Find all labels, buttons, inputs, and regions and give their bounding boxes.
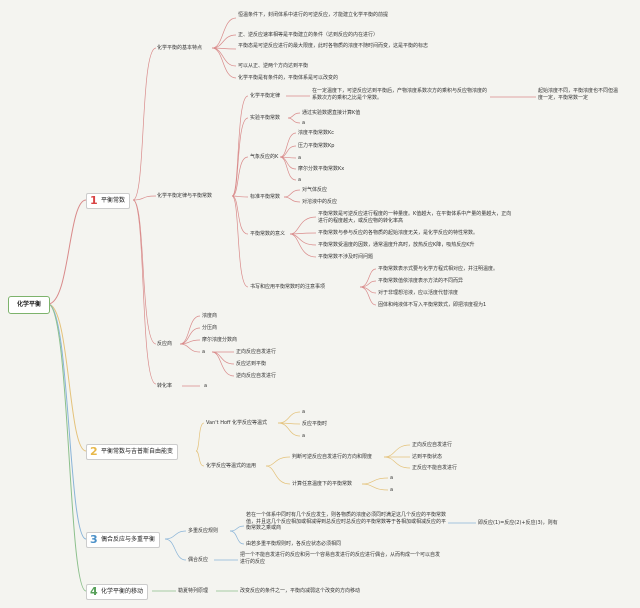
node-law-and-constant[interactable]: 化学平衡定律与平衡常数: [157, 193, 213, 199]
branch-label: 化学平衡的移动: [101, 588, 144, 595]
node-notes-item: 平衡常数表示式要与化学方程式相对应，并注明温度。: [378, 266, 499, 272]
branch-equilibrium-shift[interactable]: 4 化学平衡的移动: [86, 584, 149, 600]
node-quotient-item: 浓度商: [202, 313, 218, 319]
node-standard-item: 对气体反应: [302, 187, 328, 193]
node-calc-item: a: [390, 487, 394, 493]
connector-root-b1: [47, 199, 87, 305]
node-multiple-formula: 即反应(1)=反应(2)+反应(3)，则有: [478, 520, 558, 526]
node-notes-item: 固体和纯液体不写入平衡常数式，即把浓度视为1: [378, 302, 487, 308]
node-vant-hoff[interactable]: Van't Hoff 化学反应等温式: [206, 420, 268, 426]
node-feature-item: 可以从正、逆两个方向达到平衡: [238, 63, 309, 69]
branch-number: 4: [90, 585, 98, 598]
node-feature-item: 正、逆反应速率相等是平衡建立的条件（达到反应的内在进行）: [238, 32, 379, 38]
node-reaction-quotient[interactable]: 反应商: [157, 341, 173, 347]
branch-number: 1: [90, 194, 98, 207]
branch-label: 平衡常数: [101, 197, 126, 204]
branch-number: 2: [90, 445, 98, 458]
node-multiple-equilibria[interactable]: 多重反应规则: [188, 528, 219, 534]
node-coupled-reaction[interactable]: 偶合反应: [188, 557, 209, 563]
node-direction-item: 达到平衡状态: [412, 454, 443, 460]
node-direction-item: 正反应不能自发进行: [412, 465, 458, 471]
node-direction-item: 正向反应自发进行: [412, 442, 453, 448]
node-multiple-note: 由若多重平衡规则时，各反应状态必须相同: [246, 541, 342, 547]
node-quotient-sub: 反应达到平衡: [236, 361, 267, 367]
node-law-side-note: 起始浓度不同，平衡浓度也不同但温度一定，平衡常数一定: [538, 88, 619, 101]
node-multiple-text: 若在一个体系中同时有几个反应发生，则各物质的浓度必须同时满足这几个反应的平衡常数…: [246, 512, 447, 531]
node-meaning-item: 平衡常数受温度的因数，通常温度升高时，放热反应K降，吸热反应K升: [318, 242, 475, 248]
node-isotherm-application[interactable]: 化学反应等温式的运用: [206, 463, 257, 469]
node-vant-hoff-item: a: [302, 433, 306, 439]
branch-coupled-reactions[interactable]: 3 偶合反应与多重平衡: [86, 532, 161, 548]
node-gas-item: 摩尔分数平衡常数Kx: [298, 166, 345, 172]
node-standard-constant[interactable]: 标准平衡常数: [250, 194, 281, 200]
branch-label: 平衡常数与吉普斯自由能变: [101, 448, 174, 455]
node-standard-item: 对溶液中的反应: [302, 199, 338, 205]
node-gas-item: 浓度平衡常数Kc: [298, 130, 335, 136]
node-experimental-item: a: [302, 120, 306, 126]
node-notes[interactable]: 书写和应用平衡常数时的注意事项: [250, 284, 326, 290]
node-notes-item: 平衡常数值依浓度表示方法的不同而异: [378, 278, 464, 284]
node-le-chatelier-text: 改变反应的条件之一，平衡向减弱这个改变的方向移动: [240, 588, 361, 594]
connector-root-b4: [47, 303, 87, 592]
node-direction[interactable]: 判断可逆反应自发进行的方向和限度: [292, 454, 373, 460]
node-meaning[interactable]: 平衡常数的意义: [250, 231, 286, 237]
node-quotient-sub: 逆向反应自发进行: [236, 373, 277, 379]
node-vant-hoff-item: 反应平衡时: [302, 421, 328, 427]
node-law[interactable]: 化学平衡定律: [250, 93, 281, 99]
node-calc-constant[interactable]: 计算任意温度下的平衡常数: [292, 481, 353, 487]
node-vant-hoff-item: a: [302, 409, 306, 415]
node-quotient-item: a: [202, 349, 206, 355]
node-gas-k[interactable]: 气象反应的K: [250, 154, 279, 160]
node-meaning-item: 平衡常数与参与反应的各物质的起始浓度无关，是化学反应的特性常数。: [318, 230, 479, 236]
connector-root-b3: [47, 303, 87, 540]
node-meaning-item: 平衡常数是可逆反应进行程度的一种量度。K值越大，在平衡体系中产量的量越大，正向进…: [318, 211, 512, 224]
root-node[interactable]: 化学平衡: [8, 296, 50, 314]
node-gas-item: a: [298, 155, 302, 161]
branch-equilibrium-constant[interactable]: 1 平衡常数: [86, 193, 131, 209]
node-feature-item: 化学平衡是有条件的，平衡体系是可以改变的: [238, 75, 339, 81]
node-experimental-item: 通过实验数据直接计算K值: [302, 110, 361, 116]
connector-root-b2: [47, 303, 87, 452]
node-experimental[interactable]: 实验平衡常数: [250, 115, 281, 121]
branch-gibbs-energy[interactable]: 2 平衡常数与吉普斯自由能变: [86, 444, 179, 460]
node-conversion-rate[interactable]: 转化率: [157, 383, 173, 389]
node-coupled-text: 把一个不能自发进行的反应和另一个容易自发进行的反应进行偶合，从而构成一个可以自发…: [240, 552, 441, 565]
node-meaning-item: 平衡常数不涉及时间问题: [318, 254, 374, 260]
node-calc-item: a: [390, 475, 394, 481]
branch-label: 偶合反应与多重平衡: [101, 536, 156, 543]
node-conversion-value: a: [204, 383, 208, 389]
node-le-chatelier[interactable]: 勒夏特列原理: [178, 588, 209, 594]
node-gas-item: a: [298, 177, 302, 183]
node-quotient-item: 分压商: [202, 325, 218, 331]
node-features[interactable]: 化学平衡的基本特点: [157, 45, 203, 51]
node-law-text: 在一定温度下，可逆反应达到平衡后，产物浓度系数次方的乘积与反应物浓度的系数次方的…: [312, 88, 488, 101]
node-notes-item: 对于非理想溶液，应以活度代替浓度: [378, 290, 459, 296]
node-feature-item: 恒温条件下，封闭体系中进行的可逆反应，才能建立化学平衡的前提: [238, 12, 389, 18]
node-gas-item: 压力平衡常数Kp: [298, 143, 335, 149]
node-quotient-sub: 正向反应自发进行: [236, 349, 277, 355]
node-quotient-item: 摩尔浓度分数商: [202, 337, 238, 343]
branch-number: 3: [90, 533, 98, 546]
node-feature-item: 平衡态是可逆反应进行的最大限度，此时各物质的浓度不随时间而变，这是平衡的标志: [238, 43, 429, 49]
